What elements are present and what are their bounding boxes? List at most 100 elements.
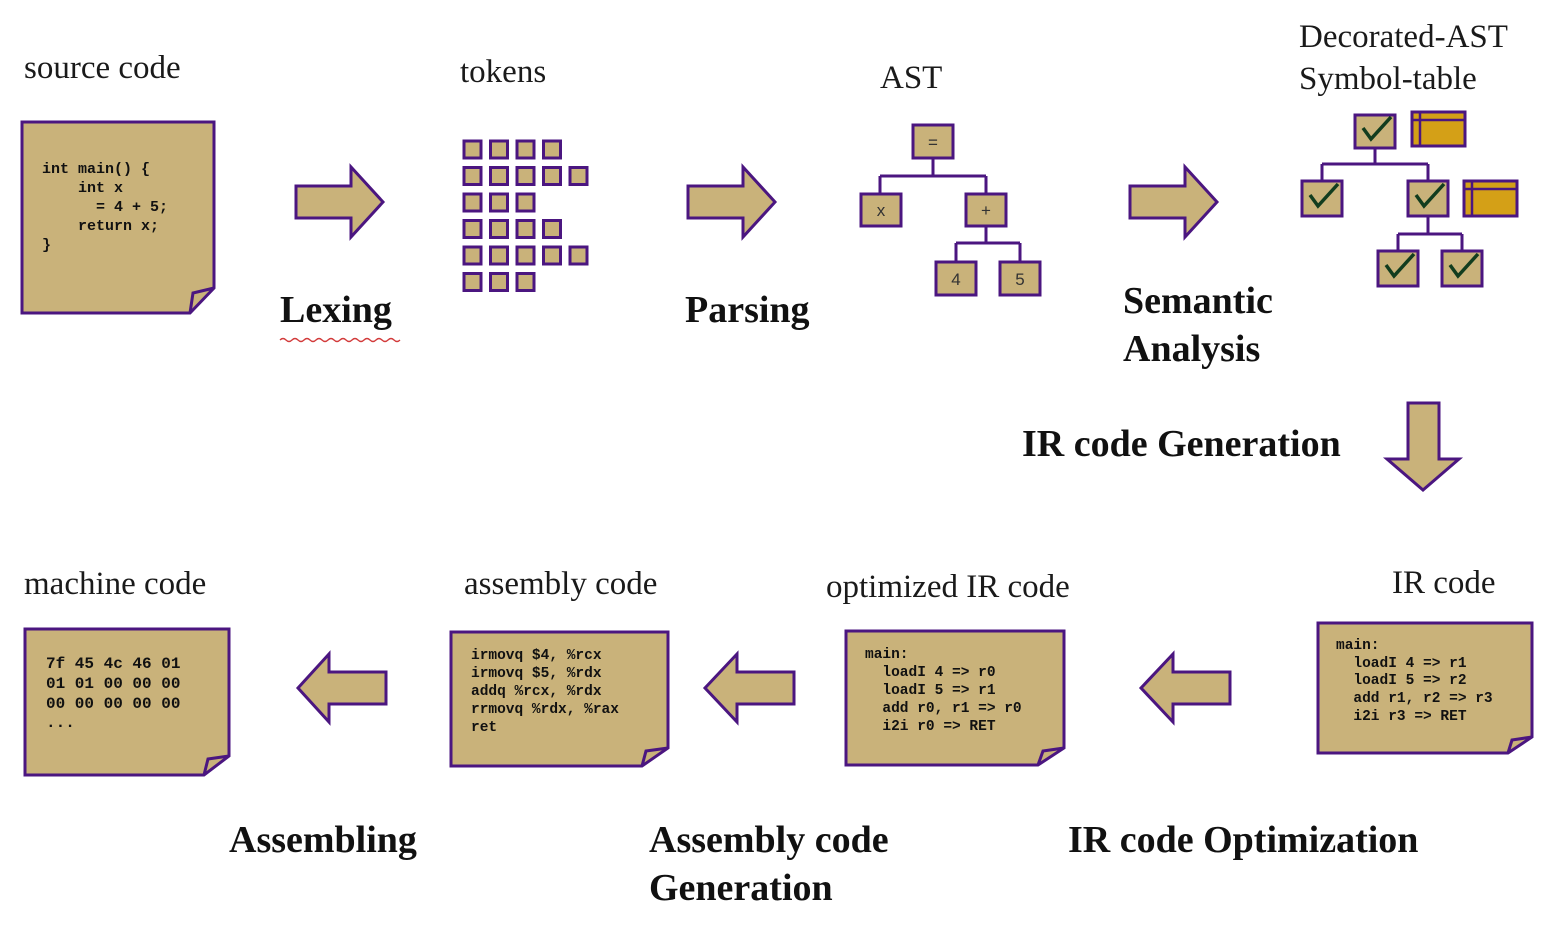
symbol-table-label: Symbol-table xyxy=(1299,61,1477,97)
checkmark-icon xyxy=(1361,115,1393,142)
token-square xyxy=(462,272,483,292)
token-square xyxy=(489,245,509,266)
optimized-ir-line: add r0, r1 => r0 xyxy=(865,701,1022,717)
spellcheck-underline xyxy=(279,337,401,343)
token-square xyxy=(462,245,483,266)
asm-generation-stage-label: Assembly code xyxy=(649,819,889,861)
token-square xyxy=(462,139,483,160)
machine-code-label: machine code xyxy=(24,566,206,602)
ir-optimization-stage-label: IR code Optimization xyxy=(1068,819,1418,861)
assembling-stage-label: Assembling xyxy=(229,819,417,861)
token-square xyxy=(515,192,536,213)
token-square xyxy=(515,272,536,292)
checkmark-icon xyxy=(1384,252,1416,279)
token-square xyxy=(489,166,509,186)
token-square xyxy=(515,166,536,186)
token-square xyxy=(489,219,509,239)
assembly-document-icon: irmovq $4, %rcx irmovq $5, %rdx addq %rc… xyxy=(449,630,670,768)
ast-label: AST xyxy=(880,60,942,96)
assembly-line: irmovq $5, %rdx xyxy=(471,666,602,682)
token-square xyxy=(515,245,536,266)
token-square xyxy=(542,139,562,160)
token-square xyxy=(462,219,483,239)
symbol-table-icon xyxy=(1462,179,1519,218)
machine-code-text: 7f 45 4c 46 01 01 01 00 00 00 00 00 00 0… xyxy=(46,655,190,732)
optimized-ir-text: main: loadI 4 => r0 loadI 5 => r1 add r0… xyxy=(865,647,1030,735)
lexing-arrow-right-icon xyxy=(294,163,386,241)
token-square xyxy=(462,166,483,186)
optimized-ir-document-icon: main: loadI 4 => r0 loadI 5 => r1 add r0… xyxy=(844,629,1066,767)
ast-node-4: 4 xyxy=(934,260,978,297)
ast-node-5: 5 xyxy=(998,260,1042,297)
symbol-table-icon xyxy=(1410,110,1467,148)
ast-node-label: + xyxy=(981,201,991,220)
source-code-line: return x; xyxy=(42,218,159,235)
optimized-ir-line: main: xyxy=(865,647,909,663)
ir-code-line: add r1, r2 => r3 xyxy=(1336,691,1493,707)
decorated-ast-label: Decorated-AST xyxy=(1299,19,1508,55)
token-square xyxy=(542,245,562,266)
token-square xyxy=(515,139,536,160)
analysis-stage-label: Analysis xyxy=(1123,328,1260,370)
token-square xyxy=(568,245,589,266)
ast-node-x: x xyxy=(859,192,903,228)
machine-code-line: 01 01 00 00 00 xyxy=(46,675,180,693)
asm-generation-stage-label-2: Generation xyxy=(649,867,833,909)
token-square xyxy=(568,166,589,186)
assembling-arrow-left-icon xyxy=(295,650,388,726)
ast-tree: = x + 4 5 xyxy=(859,123,1042,297)
decorated-node-5 xyxy=(1440,249,1484,288)
ir-code-text: main: loadI 4 => r1 loadI 5 => r2 add r1… xyxy=(1336,638,1501,725)
decorated-ast-edges xyxy=(1320,148,1464,251)
source-code-line: int main() { xyxy=(42,161,150,178)
decorated-node-x xyxy=(1300,179,1344,218)
decorated-ast-tree xyxy=(1300,110,1519,288)
machine-code-line: ... xyxy=(46,714,75,732)
checkmark-icon xyxy=(1448,252,1480,279)
token-square xyxy=(489,192,509,213)
source-code-label: source code xyxy=(24,50,181,86)
optimized-ir-label: optimized IR code xyxy=(826,569,1070,605)
ir-code-line: main: xyxy=(1336,638,1380,654)
machine-code-line: 00 00 00 00 00 xyxy=(46,695,180,713)
source-code-line: } xyxy=(42,237,51,254)
ir-generation-arrow-down-icon xyxy=(1382,401,1464,492)
decorated-node-plus xyxy=(1406,179,1450,218)
token-square xyxy=(462,192,483,213)
token-square xyxy=(542,219,562,239)
token-square xyxy=(489,139,509,160)
assembly-line: rrmovq %rdx, %rax xyxy=(471,702,619,718)
lexing-stage-label: Lexing xyxy=(280,289,392,331)
token-square xyxy=(515,219,536,239)
parsing-arrow-right-icon xyxy=(686,163,778,241)
assembly-line: irmovq $4, %rcx xyxy=(471,648,602,664)
decorated-node-4 xyxy=(1376,249,1420,288)
assembly-line: ret xyxy=(471,720,497,736)
decorated-node-root xyxy=(1353,113,1397,150)
ast-node-root: = xyxy=(911,123,955,160)
optimized-ir-line: loadI 5 => r1 xyxy=(865,683,996,699)
token-square xyxy=(489,272,509,292)
token-square xyxy=(542,166,562,186)
semantic-stage-label: Semantic xyxy=(1123,280,1273,322)
source-code-document-icon: int main() { int x = 4 + 5; return x; } xyxy=(20,120,216,315)
assembly-line: addq %rcx, %rdx xyxy=(471,684,602,700)
checkmark-icon xyxy=(1414,182,1446,209)
ast-node-label: 5 xyxy=(1015,270,1024,289)
ir-code-document-icon: main: loadI 4 => r1 loadI 5 => r2 add r1… xyxy=(1316,621,1534,755)
ir-code-line: loadI 4 => r1 xyxy=(1336,656,1467,672)
ast-node-label: x xyxy=(877,201,886,220)
ir-generation-stage-label: IR code Generation xyxy=(1022,423,1341,465)
checkmark-icon xyxy=(1308,182,1340,209)
optimized-ir-line: loadI 4 => r0 xyxy=(865,665,996,681)
semantic-arrow-right-icon xyxy=(1128,163,1220,241)
machine-code-document-icon: 7f 45 4c 46 01 01 01 00 00 00 00 00 00 0… xyxy=(23,627,231,777)
source-code-text: int main() { int x = 4 + 5; return x; } xyxy=(42,161,177,254)
parsing-stage-label: Parsing xyxy=(685,289,810,331)
ast-node-label: = xyxy=(928,133,938,152)
optimized-ir-line: i2i r0 => RET xyxy=(865,719,996,735)
ast-edges xyxy=(878,158,1022,262)
ir-code-line: i2i r3 => RET xyxy=(1336,709,1467,725)
ast-node-plus: + xyxy=(964,192,1008,228)
